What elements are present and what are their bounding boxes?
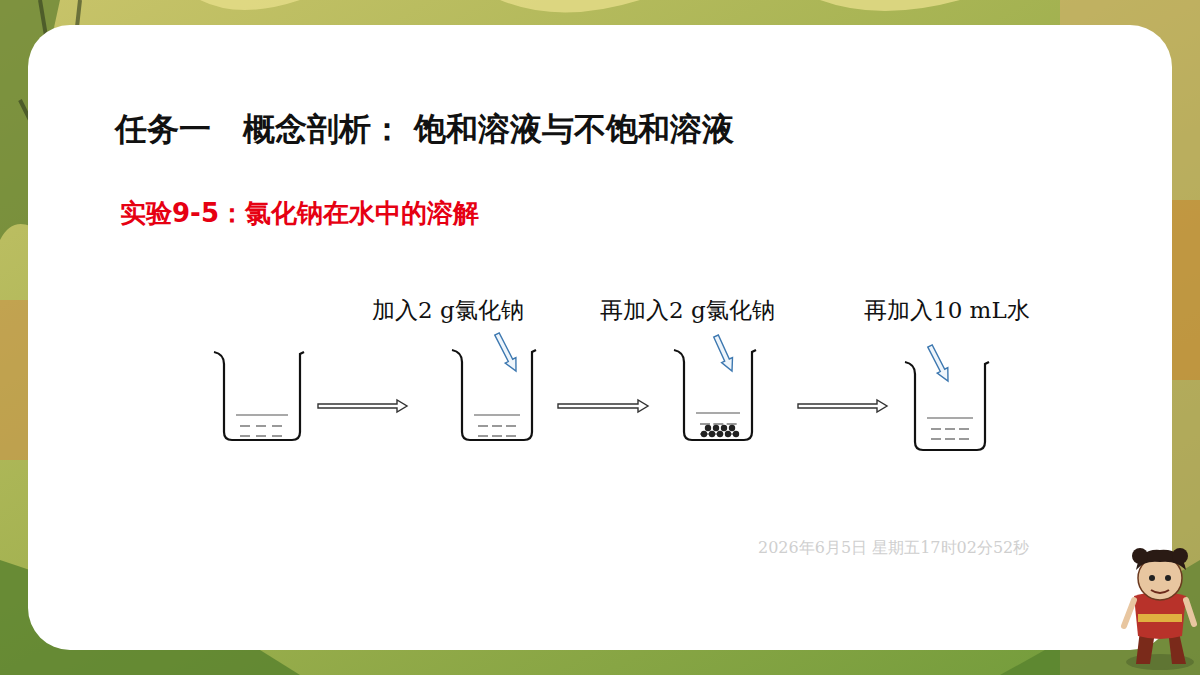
process-arrow — [558, 400, 648, 412]
pour-arrow — [714, 335, 733, 371]
process-arrow — [798, 400, 887, 412]
water-dash — [506, 435, 516, 436]
undissolved-salt — [729, 425, 735, 431]
water-dash — [256, 435, 266, 436]
step-label: 加入2 g氯化钠 — [372, 295, 524, 326]
water-dash — [959, 428, 969, 429]
water-dash — [478, 425, 488, 426]
undissolved-salt — [717, 431, 723, 437]
water-dash — [506, 425, 516, 426]
water-dash — [727, 423, 737, 424]
water-dash — [931, 438, 941, 439]
undissolved-salt — [733, 431, 739, 437]
undissolved-salt — [701, 431, 707, 437]
step-label: 再加入10 mL水 — [864, 295, 1030, 326]
undissolved-salt — [725, 431, 731, 437]
undissolved-salt — [713, 425, 719, 431]
water-dash — [240, 425, 250, 426]
water-level — [927, 417, 973, 418]
water-dash — [272, 425, 282, 426]
character-mouth — [1151, 590, 1169, 593]
timestamp-watermark: 2026年6月5日 星期五17时02分52秒 — [758, 538, 1029, 559]
step-label: 再加入2 g氯化钠 — [600, 295, 775, 326]
character-bun — [1172, 548, 1188, 564]
experiment-heading: 实验9-5：氯化钠在水中的溶解 — [120, 196, 479, 231]
water-level — [696, 412, 740, 413]
water-dash — [700, 423, 710, 424]
character-arms — [1124, 600, 1194, 626]
undissolved-salt — [721, 425, 727, 431]
water-dash — [272, 435, 282, 436]
beaker — [214, 352, 304, 440]
water-level — [236, 414, 288, 415]
beaker — [452, 350, 536, 440]
water-dash — [478, 435, 488, 436]
pour-arrow — [495, 333, 516, 371]
water-dash — [256, 425, 266, 426]
water-dash — [492, 435, 502, 436]
undissolved-salt — [709, 431, 715, 437]
water-dash — [492, 425, 502, 426]
water-dash — [945, 438, 955, 439]
process-arrow — [318, 400, 407, 412]
water-dash — [931, 428, 941, 429]
water-level — [474, 414, 520, 415]
undissolved-salt — [705, 425, 711, 431]
water-dash — [713, 423, 723, 424]
pour-arrow — [928, 345, 948, 381]
character-bun — [1132, 548, 1148, 564]
water-dash — [945, 428, 955, 429]
character-eye — [1149, 575, 1155, 581]
character-eye — [1165, 575, 1171, 581]
character-belt — [1138, 614, 1182, 622]
water-dash — [959, 438, 969, 439]
slide-title: 任务一 概念剖析： 饱和溶液与不饱和溶液 — [115, 108, 734, 152]
water-dash — [240, 435, 250, 436]
beaker — [674, 350, 756, 440]
